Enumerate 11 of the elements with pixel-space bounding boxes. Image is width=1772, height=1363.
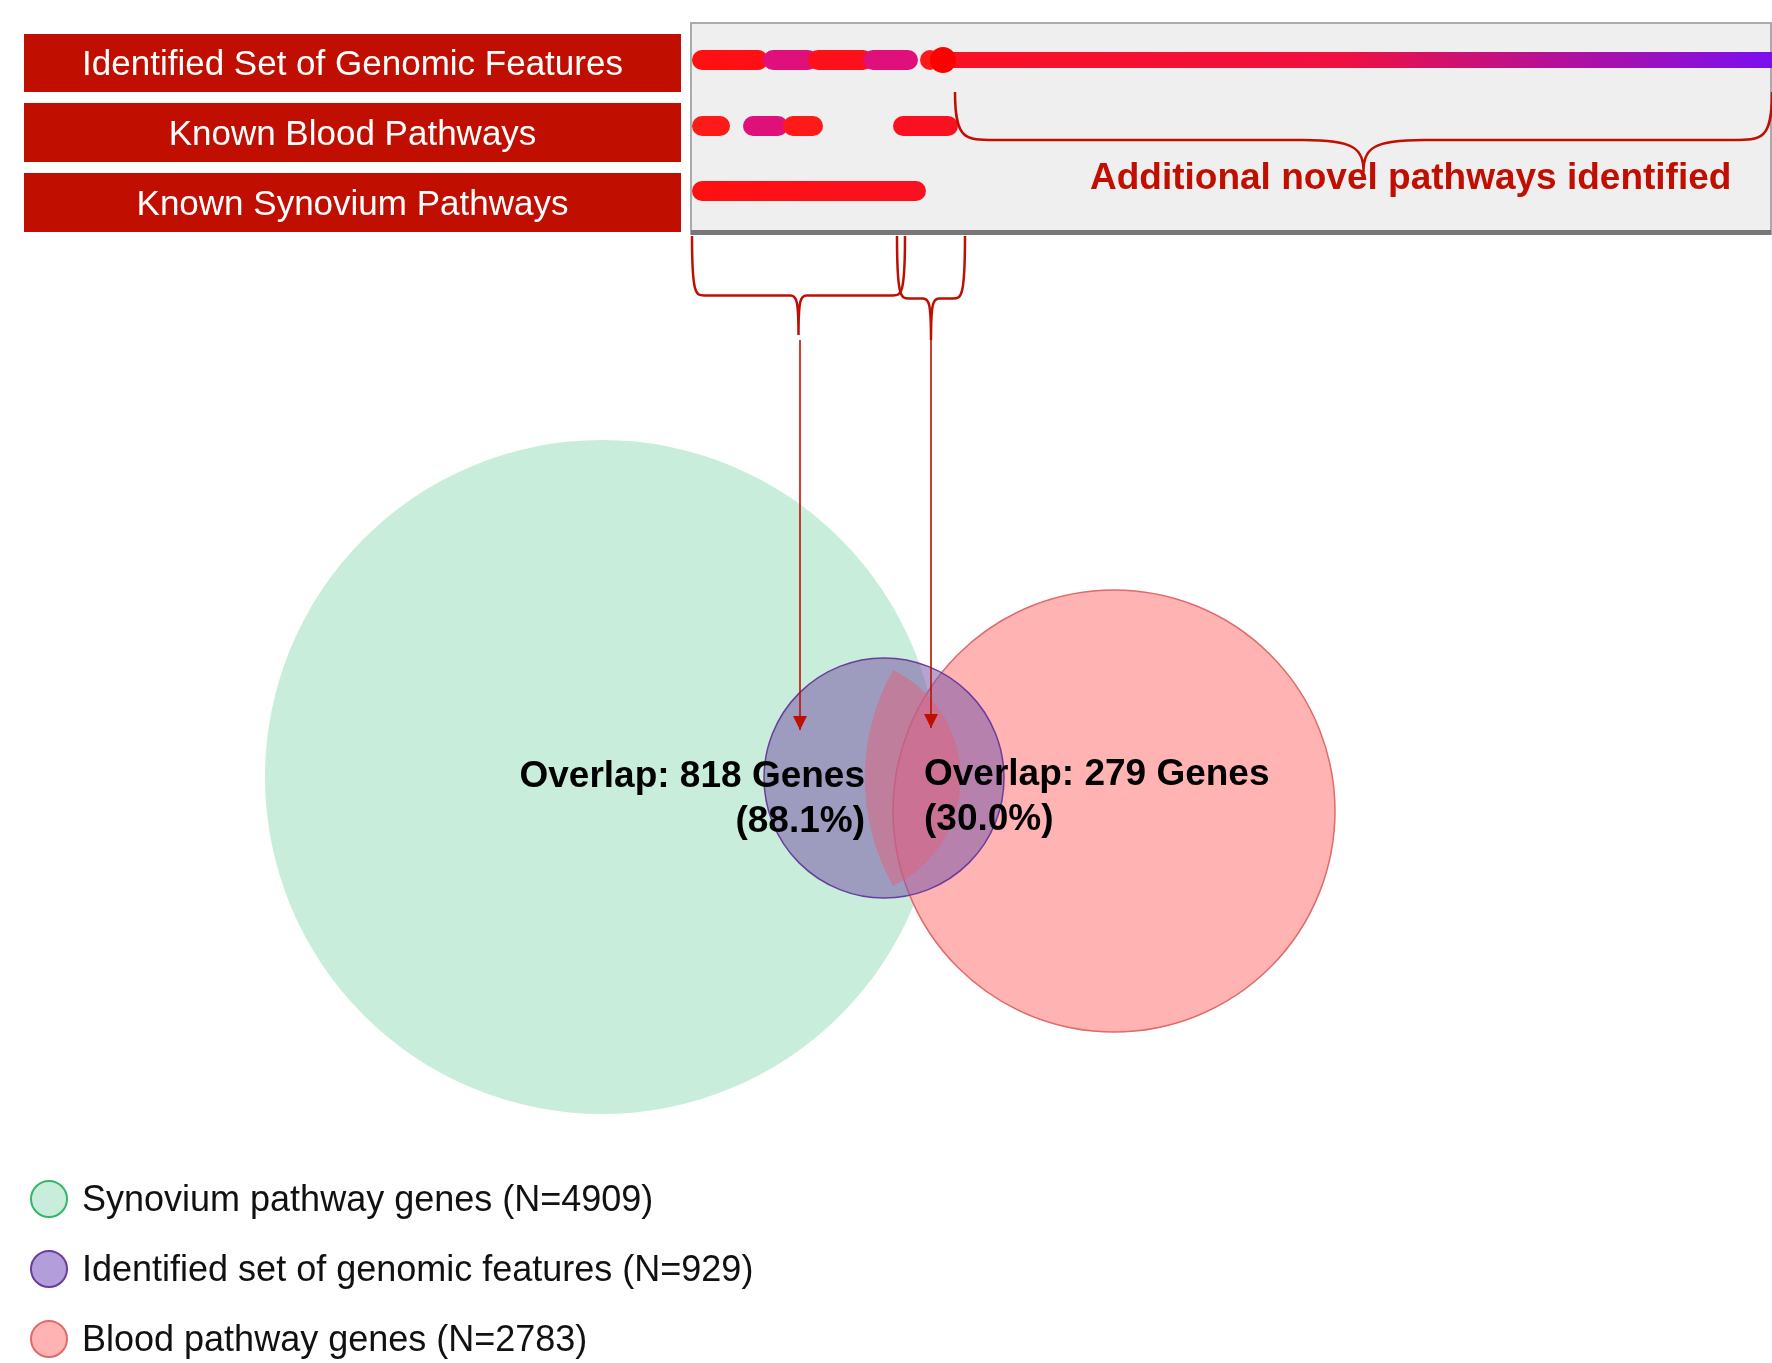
- arrow: [924, 339, 938, 729]
- overlap-label: Overlap: 279 Genes (30.0%): [924, 750, 1344, 840]
- overlap-label: Overlap: 818 Genes (88.1%): [440, 752, 865, 842]
- brace-label: Additional novel pathways identified: [1090, 156, 1732, 198]
- arrow: [793, 339, 807, 731]
- label-bar: Known Synovium Pathways: [24, 173, 681, 232]
- label-bar: Known Blood Pathways: [24, 103, 681, 162]
- legend-label: Synovium pathway genes (N=4909): [82, 1178, 654, 1220]
- label-bar: Identified Set of Genomic Features: [24, 34, 681, 92]
- legend-label: Identified set of genomic features (N=929): [82, 1248, 754, 1290]
- legend-label: Blood pathway genes (N=2783): [82, 1318, 588, 1360]
